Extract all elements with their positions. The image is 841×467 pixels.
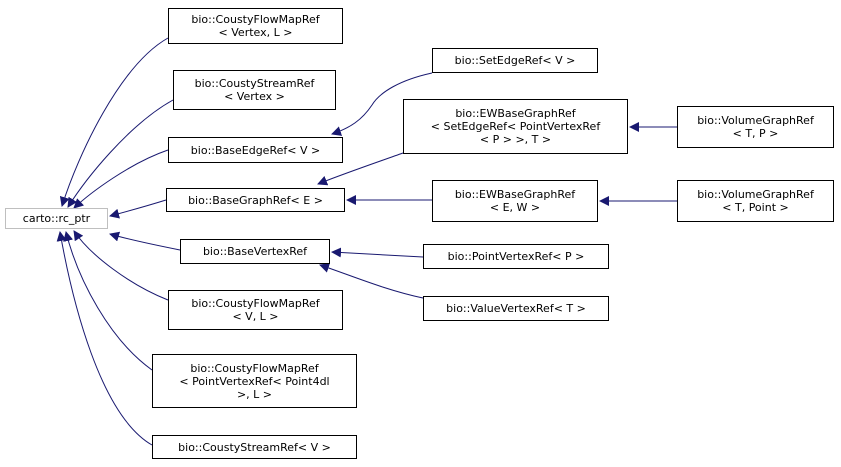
class-node-value-vertex[interactable]: bio::ValueVertexRef< T > [423, 296, 609, 321]
class-node-label-line: < Vertex > [224, 90, 285, 103]
edge-cfm_point4dl-to-root [63, 231, 153, 371]
class-node-label-line: bio::PointVertexRef< P > [447, 250, 585, 263]
class-node-vol-t-point[interactable]: bio::VolumeGraphRef< T, Point > [677, 180, 834, 222]
class-node-cs-vertex[interactable]: bio::CoustyStreamRef< Vertex > [173, 70, 336, 110]
edge-value_vertex-to-base_vertex [319, 263, 424, 299]
class-node-label-line: bio::CoustyStreamRef< V > [178, 440, 331, 454]
class-node-label-line: bio::CoustyFlowMapRef [191, 13, 320, 26]
class-node-label-line: < T, Point > [722, 201, 789, 214]
class-node-point-vertex[interactable]: bio::PointVertexRef< P > [423, 244, 609, 269]
class-node-vol-t-p[interactable]: bio::VolumeGraphRef< T, P > [677, 106, 834, 148]
class-node-label-line: bio::VolumeGraphRef [697, 114, 814, 127]
class-node-label-line: bio::CoustyFlowMapRef [191, 297, 320, 310]
class-node-ew-e-w[interactable]: bio::EWBaseGraphRef< E, W > [432, 180, 598, 222]
class-node-label-line: < T, P > [732, 127, 779, 140]
class-node-label-line: < E, W > [489, 201, 541, 214]
class-node-cfm-point4dl[interactable]: bio::CoustyFlowMapRef< PointVertexRef< P… [152, 354, 357, 408]
edge-point_vertex-to-base_vertex [331, 247, 424, 258]
class-node-label-line: bio::ValueVertexRef< T > [446, 302, 586, 315]
edge-ew_set_edge-to-base_graph [317, 152, 404, 186]
class-node-base-vertex[interactable]: bio::BaseVertexRef [180, 239, 330, 264]
edge-cs_vertex-to-root [67, 99, 174, 208]
class-node-label-line: >, L > [236, 387, 273, 401]
class-node-label-line: < V, L > [232, 310, 279, 323]
class-node-label-line: bio::EWBaseGraphRef [455, 107, 576, 120]
edge-set_edge-to-base_edge [331, 72, 433, 136]
class-node-label-line: bio::EWBaseGraphRef [454, 188, 576, 201]
class-node-label-line: bio::CoustyStreamRef [194, 77, 315, 90]
class-node-cs-v[interactable]: bio::CoustyStreamRef< V > [152, 435, 357, 459]
class-node-label-line: bio::BaseVertexRef [202, 245, 308, 258]
edge-cfm_vertex_l-to-root [59, 37, 169, 207]
class-node-label-line: bio::CoustyFlowMapRef [190, 361, 319, 375]
class-node-label-line: carto::rc_ptr [22, 212, 91, 225]
class-node-root[interactable]: carto::rc_ptr [5, 208, 108, 229]
class-node-label-line: bio::SetEdgeRef< V > [454, 54, 576, 67]
class-node-base-graph[interactable]: bio::BaseGraphRef< E > [166, 188, 345, 212]
class-node-label-line: < P > >, T > [479, 133, 552, 146]
class-node-label-line: bio::VolumeGraphRef [697, 188, 814, 201]
edge-cs_v-to-root [56, 231, 153, 446]
edge-base_edge-to-root [73, 149, 169, 209]
edge-base_vertex-to-root [109, 231, 181, 251]
class-node-label-line: < PointVertexRef< Point4dl [179, 374, 330, 388]
edge-cfm_v_l-to-root [73, 230, 169, 301]
class-node-cfm-vertex-l[interactable]: bio::CoustyFlowMapRef< Vertex, L > [168, 8, 343, 44]
class-node-set-edge[interactable]: bio::SetEdgeRef< V > [432, 48, 598, 73]
edge-base_graph-to-root [109, 199, 167, 219]
class-node-label-line: bio::BaseGraphRef< E > [188, 193, 323, 207]
class-node-label-line: < SetEdgeRef< PointVertexRef [430, 120, 601, 133]
class-node-label-line: < Vertex, L > [218, 26, 293, 39]
class-node-base-edge[interactable]: bio::BaseEdgeRef< V > [168, 137, 343, 163]
class-node-cfm-v-l[interactable]: bio::CoustyFlowMapRef< V, L > [168, 290, 343, 330]
class-node-ew-set-edge[interactable]: bio::EWBaseGraphRef< SetEdgeRef< PointVe… [403, 99, 628, 154]
class-node-label-line: bio::BaseEdgeRef< V > [190, 143, 321, 157]
